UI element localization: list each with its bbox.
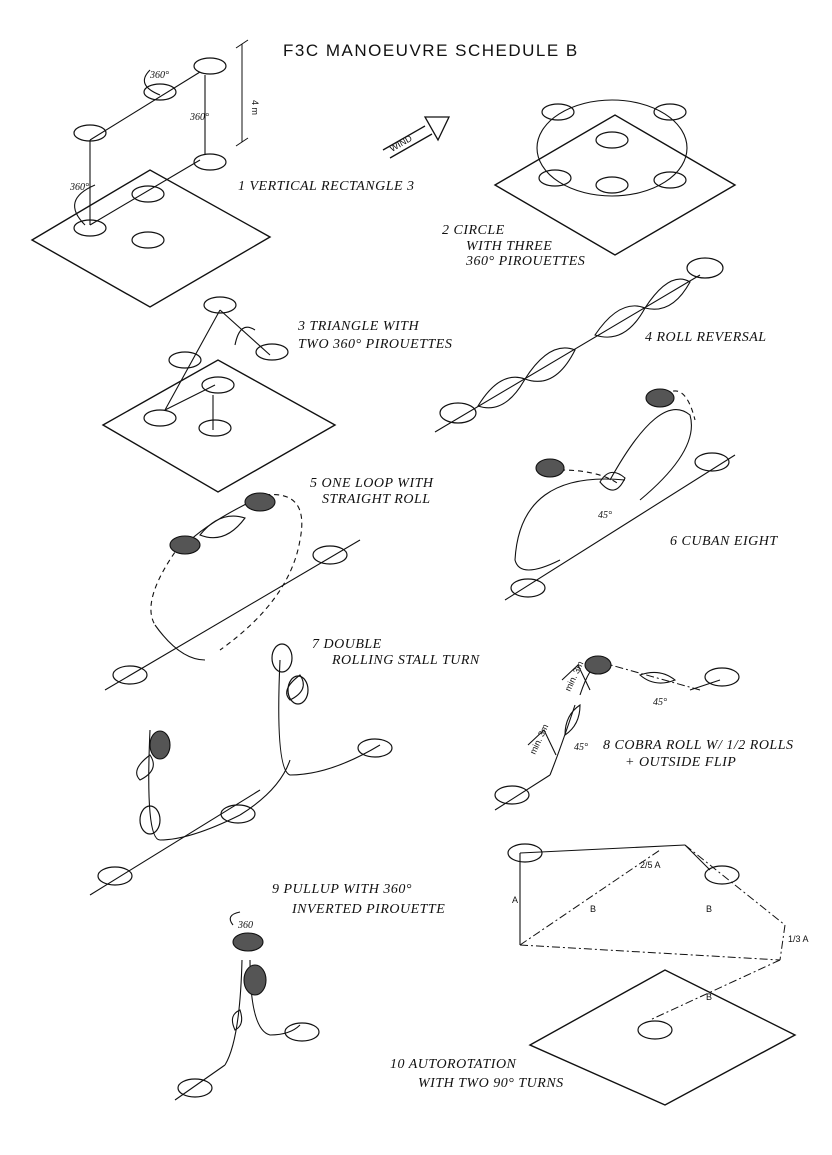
dimension-label: 2/5 A: [640, 860, 661, 870]
dimension-label: 1/3 A: [788, 934, 809, 944]
manoeuvre-5-label-2: STRAIGHT ROLL: [322, 492, 431, 507]
manoeuvre-2-label-3: 360° PIROUETTES: [465, 254, 585, 269]
manoeuvre-2-label-2: WITH THREE: [466, 239, 552, 254]
dimension-label: B: [706, 992, 712, 1002]
manoeuvre-3-drawing: [101, 296, 337, 493]
flight-pad: [30, 169, 272, 308]
manoeuvre-9-label-1: 9 PULLUP WITH 360°: [272, 882, 412, 897]
wind-label: WIND: [388, 133, 414, 154]
manoeuvre-4-drawing: [434, 257, 724, 433]
flight-pad: [493, 114, 737, 256]
manoeuvre-10-label-2: WITH TWO 90° TURNS: [418, 1076, 564, 1091]
pirouette-label: 360: [237, 920, 253, 931]
manoeuvre-2-label-1: 2 CIRCLE: [442, 223, 505, 238]
manoeuvre-9-label-2: INVERTED PIROUETTE: [291, 902, 445, 917]
manoeuvre-9-drawing: 360: [174, 911, 320, 1101]
manoeuvre-7-label-1: 7 DOUBLE: [312, 637, 382, 652]
angle-label: 45°: [574, 742, 588, 753]
manoeuvre-6-label: 6 CUBAN EIGHT: [670, 534, 778, 549]
flight-pad: [528, 969, 797, 1106]
dimension-label: A: [512, 895, 518, 905]
pirouette-label: 360°: [189, 112, 209, 123]
distance-label: min. 3m: [528, 723, 551, 756]
manoeuvre-7-drawing: [89, 643, 393, 896]
pirouette-label: 360°: [69, 182, 89, 193]
angle-label: 45°: [653, 697, 667, 708]
manoeuvre-2-drawing: [493, 99, 737, 256]
dimension-label: B: [590, 904, 596, 914]
flight-pad: [101, 359, 337, 493]
manoeuvre-1-label: 1 VERTICAL RECTANGLE 3: [238, 179, 415, 194]
manoeuvre-8-label-1: 8 COBRA ROLL W/ 1/2 ROLLS: [603, 738, 794, 753]
manoeuvre-8-drawing: 45° 45° min. 3m min. 3m: [494, 655, 740, 811]
manoeuvre-3-label-2: TWO 360° PIROUETTES: [298, 337, 452, 352]
dimension-label: B: [706, 904, 712, 914]
manoeuvre-6-drawing: 45°: [504, 388, 736, 601]
manoeuvre-3-label-1: 3 TRIANGLE WITH: [297, 319, 419, 334]
manoeuvre-5-drawing: [104, 492, 361, 691]
manoeuvre-8-label-2: + OUTSIDE FLIP: [625, 755, 736, 770]
height-label: 4 m: [250, 100, 260, 115]
pirouette-label: 360°: [149, 70, 169, 81]
manoeuvre-5-label-1: 5 ONE LOOP WITH: [310, 476, 434, 491]
manoeuvre-10-label-1: 10 AUTOROTATION: [390, 1057, 517, 1072]
manoeuvre-1-drawing: 4 m 360° 360° 360°: [30, 39, 272, 308]
wind-arrow-icon: WIND: [382, 116, 451, 159]
angle-label: 45°: [598, 510, 612, 521]
manoeuvre-10-drawing: A 2/5 A B B B 1/3 A: [507, 843, 809, 1106]
manoeuvre-7-label-2: ROLLING STALL TURN: [331, 653, 480, 668]
page-title: F3C MANOEUVRE SCHEDULE B: [283, 41, 579, 60]
manoeuvre-4-label: 4 ROLL REVERSAL: [645, 330, 767, 345]
